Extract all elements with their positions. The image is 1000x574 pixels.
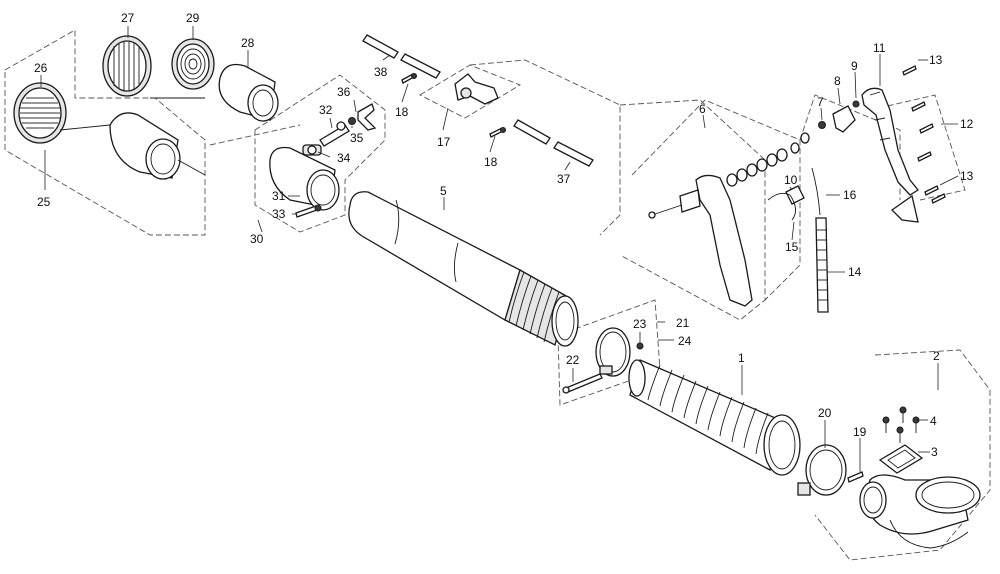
part-16-cable — [811, 167, 821, 216]
part-28-adapter — [150, 63, 279, 122]
label-21: 21 — [676, 316, 690, 330]
part-29-vent-grille — [171, 38, 215, 90]
label-23: 23 — [633, 317, 647, 331]
part-17-bracket — [442, 73, 499, 131]
label-34: 34 — [337, 151, 351, 165]
part-5-blower-tube — [348, 191, 579, 347]
label-9: 9 — [851, 59, 858, 73]
part-23-nut — [636, 342, 644, 350]
label-5: 5 — [440, 184, 447, 198]
part-20-hose-clamp — [797, 444, 847, 496]
label-25: 25 — [37, 195, 51, 209]
label-15: 15 — [785, 240, 799, 254]
label-8: 8 — [834, 74, 841, 88]
part-4-screws — [882, 406, 920, 443]
label-6: 6 — [699, 102, 706, 116]
part-25-cone-nozzle — [59, 112, 206, 180]
label-35: 35 — [350, 131, 364, 145]
label-27: 27 — [121, 11, 135, 25]
label-32: 32 — [319, 103, 333, 117]
part-6-handle-bracket — [648, 174, 753, 307]
label-28: 28 — [241, 36, 255, 50]
label-3: 3 — [931, 445, 938, 459]
part-7-nut — [818, 121, 826, 129]
label-19: 19 — [853, 425, 867, 439]
label-10: 10 — [784, 173, 798, 187]
part-32-35-36-hardware — [319, 103, 377, 147]
label-17: 17 — [437, 135, 451, 149]
label-16: 16 — [843, 188, 857, 202]
label-18-bottom: 18 — [484, 155, 498, 169]
label-36: 36 — [337, 85, 351, 99]
leader-lines — [40, 26, 959, 472]
label-33: 33 — [272, 207, 286, 221]
label-13-top: 13 — [929, 53, 943, 67]
part-9-nut — [852, 100, 860, 108]
callout-labels: 1 2 3 4 5 6 7 8 9 10 11 12 13 13 14 15 1… — [34, 11, 974, 459]
part-21-hose-clamp — [595, 327, 631, 377]
label-30: 30 — [250, 232, 264, 246]
label-29: 29 — [186, 11, 200, 25]
label-12: 12 — [960, 117, 974, 131]
label-2: 2 — [933, 349, 940, 363]
label-1: 1 — [738, 351, 745, 365]
part-2-elbow-outlet — [859, 474, 981, 549]
label-4: 4 — [930, 414, 937, 428]
label-38: 38 — [374, 65, 388, 79]
label-13-bottom: 13 — [960, 169, 974, 183]
part-1-flexible-hose — [628, 359, 801, 476]
part-15-wire — [767, 192, 796, 221]
part-27-round-grille — [102, 35, 152, 97]
part-26-grille-cap — [13, 82, 67, 144]
label-22: 22 — [566, 353, 580, 367]
part-19-bolt — [847, 471, 864, 483]
part-33-screw — [295, 204, 322, 218]
part-12-13-screws — [902, 65, 946, 204]
part-37-rod — [513, 119, 594, 167]
part-11-lever-handle — [861, 87, 919, 223]
part-18-screws — [401, 73, 506, 138]
part-31-pipe-coupler — [269, 144, 340, 211]
part-6-washers — [726, 132, 810, 187]
part-8-clip — [832, 105, 856, 133]
label-7: 7 — [817, 95, 824, 109]
part-10-switch — [785, 185, 805, 205]
part-38-rod — [362, 34, 441, 79]
label-11: 11 — [873, 41, 886, 55]
part-14-cable-sleeve — [815, 217, 829, 313]
label-26: 26 — [34, 61, 48, 75]
label-24: 24 — [678, 334, 692, 348]
label-31: 31 — [272, 189, 286, 203]
part-22-bolt — [562, 373, 603, 394]
part-3-plate — [878, 444, 924, 474]
label-20: 20 — [818, 406, 832, 420]
label-14: 14 — [848, 265, 862, 279]
label-37: 37 — [557, 172, 571, 186]
label-18-top: 18 — [395, 105, 409, 119]
